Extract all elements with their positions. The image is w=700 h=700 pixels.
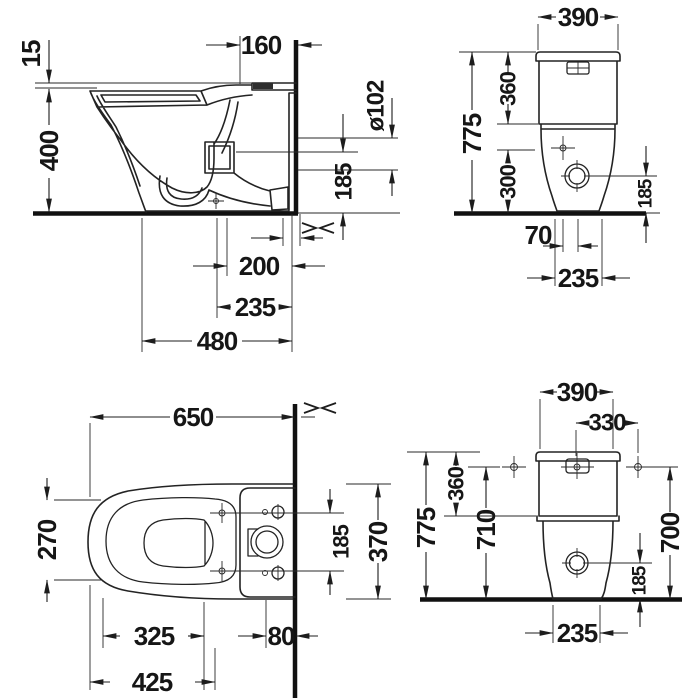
- dim-label-front-360: 360: [496, 71, 521, 105]
- cistern-outline: [535, 51, 621, 212]
- dim-label-fix-710: 710: [471, 509, 501, 550]
- dim-label-fix-235: 235: [557, 618, 598, 648]
- dim-label-side-160: 160: [241, 30, 282, 60]
- dimension-arrows: [469, 14, 649, 281]
- seat-ring-outline: [105, 496, 237, 586]
- dim-label-plan-80: 80: [268, 621, 295, 651]
- dim-label-front-70: 70: [525, 220, 552, 250]
- wall-break-symbol: [303, 402, 337, 414]
- dim-label-plan-370: 370: [363, 521, 393, 562]
- cistern-plan-outline: [239, 487, 296, 598]
- seat-fixing-crosshair-right: [626, 456, 650, 478]
- seat-hinge-section: [253, 83, 273, 89]
- dimension-arrows: [44, 414, 381, 685]
- wall-break-symbol: [301, 222, 335, 234]
- dim-label-front-185: 185: [636, 178, 657, 208]
- dim-label-side-235: 235: [235, 292, 276, 322]
- dim-label-fix-360: 360: [444, 466, 469, 500]
- dim-label-plan-185: 185: [329, 524, 354, 558]
- bowl-section-outline: [89, 82, 297, 213]
- dim-label-side-185: 185: [331, 163, 358, 201]
- dim-label-side-o102: ø102: [363, 80, 390, 131]
- dim-label-plan-650: 650: [173, 402, 214, 432]
- flush-button: [561, 453, 594, 479]
- dimension-arrows: [46, 40, 395, 344]
- dim-label-plan-270: 270: [32, 519, 62, 560]
- dim-label-plan-325: 325: [134, 621, 175, 651]
- dim-label-front-390: 390: [558, 2, 599, 32]
- dim-label-fix-775: 775: [411, 507, 441, 548]
- view-plan: 650 270 185 370 325 80 425: [32, 402, 393, 698]
- extension-lines: [459, 24, 660, 286]
- seat-fixing-crosshair-left: [502, 456, 526, 478]
- dim-label-fix-700: 700: [655, 512, 685, 553]
- drain-center-marker: [208, 193, 224, 209]
- drain-outlet: [562, 548, 592, 578]
- flush-button: [566, 61, 590, 75]
- cistern-outline: [535, 451, 621, 600]
- pan-footprint-outline: [87, 483, 294, 600]
- dim-label-fix-330: 330: [588, 410, 626, 437]
- dim-label-side-400: 400: [34, 130, 64, 171]
- extension-lines: [54, 416, 391, 690]
- view-front: 390 775 360 300 185 70 235: [454, 2, 660, 293]
- dim-label-front-235: 235: [558, 263, 599, 293]
- view-side-section: 15 400 160 ø102 185 200 235 480: [16, 30, 400, 356]
- fixing-crosshair: [551, 136, 575, 160]
- dim-label-front-775: 775: [457, 113, 487, 154]
- dim-label-fix-185: 185: [630, 565, 651, 595]
- dim-label-side-480: 480: [197, 326, 238, 356]
- seat-fixing-crosshairs: [218, 503, 226, 581]
- dim-label-front-300: 300: [496, 164, 521, 198]
- dim-label-side-15: 15: [16, 40, 46, 67]
- bowl-opening-outline: [143, 517, 214, 569]
- dim-label-side-200: 200: [239, 251, 280, 281]
- view-front-fixing: 390 330 775 710 360 700 185 235: [407, 377, 685, 648]
- dimension-arrows: [423, 389, 673, 636]
- cistern-internals: [247, 504, 285, 581]
- drain-outlet: [561, 160, 593, 192]
- dim-label-plan-425: 425: [132, 667, 173, 697]
- center-lines: [210, 512, 344, 572]
- dim-label-fix-390: 390: [557, 377, 598, 407]
